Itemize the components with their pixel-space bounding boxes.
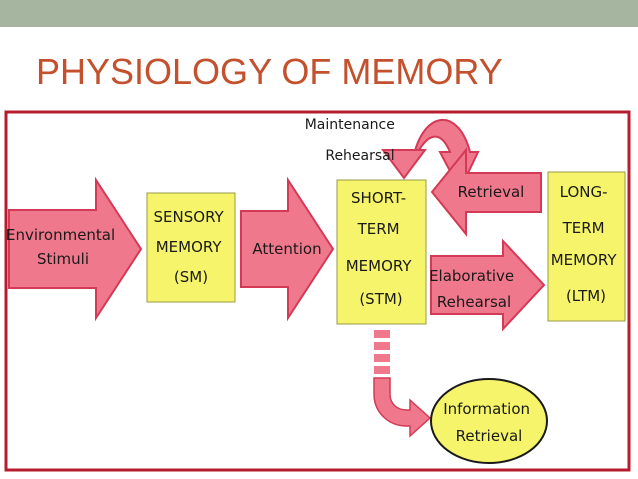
information-retrieval-label: Information Retrieval — [443, 400, 535, 445]
short-term-memory-label: SHORT- TERM MEMORY (STM) — [346, 189, 417, 308]
environmental-stimuli-arrow — [8, 176, 143, 322]
attention-arrow — [240, 176, 335, 322]
slide-title: PHYSIOLOGY OF MEMORY — [36, 51, 503, 92]
maintenance-rehearsal-arrowhead — [381, 149, 427, 180]
information-retrieval-arrow — [373, 330, 432, 438]
sensory-memory-label: SENSORY MEMORY (SM) — [154, 208, 229, 286]
elaborative-rehearsal-arrow — [430, 238, 546, 332]
information-retrieval-ellipse — [430, 378, 548, 464]
maintenance-rehearsal-label: Maintenance Rehearsal — [305, 117, 400, 164]
attention-label: Attention — [252, 240, 321, 258]
retrieval-label: Retrieval — [458, 183, 525, 201]
long-term-memory-box — [547, 171, 626, 322]
long-term-memory-label: LONG- TERM MEMORY (LTM) — [551, 183, 622, 305]
retrieval-arrow — [430, 147, 542, 237]
environmental-stimuli-label: Environmental Stimuli — [6, 226, 120, 268]
top-bar — [0, 0, 638, 27]
elaborative-rehearsal-label: Elaborative Rehearsal — [429, 267, 519, 311]
short-term-memory-box — [336, 179, 427, 325]
sensory-memory-box — [146, 192, 236, 303]
